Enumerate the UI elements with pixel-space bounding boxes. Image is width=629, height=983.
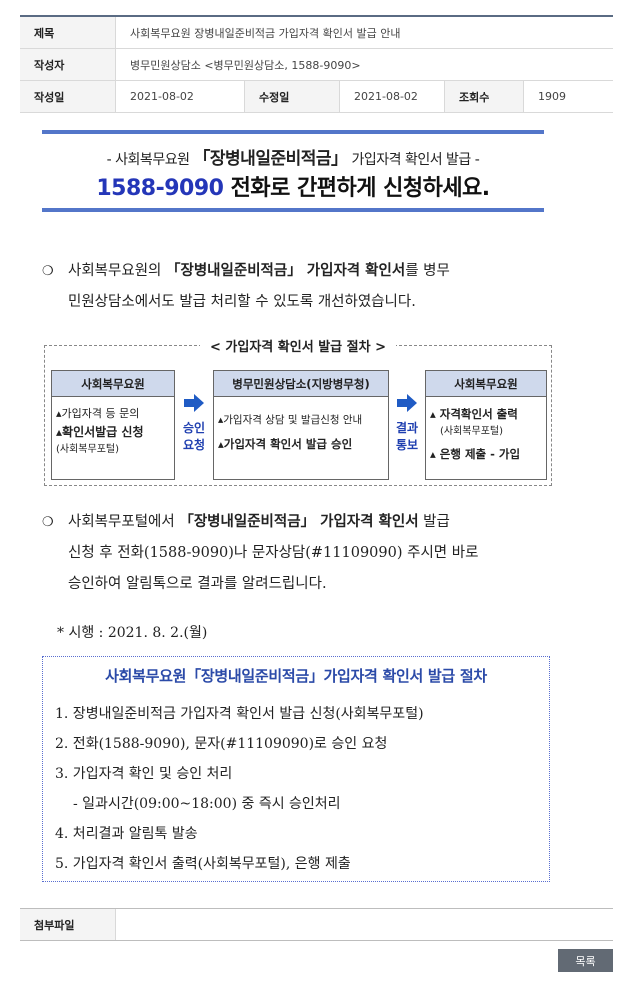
created-value: 2021-08-02 [130,90,194,103]
arrow2-label: 결과 통보 [392,420,422,454]
list-item: 4. 처리결과 알림톡 발송 [55,826,198,842]
box1-header: 사회복무요원 [52,371,174,397]
arrow-right-icon [397,394,417,412]
process-diagram: < 가입자격 확인서 발급 절차 > 사회복무요원 ▴가입자격 등 문의 ▴확인… [44,340,552,486]
box2-line2: ▴가입자격 확인서 발급 승인 [218,437,353,451]
banner-line1-highlight: 「장병내일준비적금」 [193,149,348,169]
box1-line3: (사회복무포털) [56,444,120,455]
banner-line1: - 사회복무요원 「장병내일준비적금」 가입자격 확인서 발급 - [42,144,544,169]
process-box-result: 사회복무요원 ▴ 자격확인서 출력 (사회복무포털) ▴ 은행 제출 - 가입 [425,370,547,480]
p1-post: 를 병무 [405,263,450,279]
date-row: 작성일 2021-08-02 수정일 2021-08-02 조회수 1909 [20,81,613,113]
list-item: 1. 장병내일준비적금 가입자격 확인서 발급 신청(사회복무포털) [55,706,424,722]
attachment-label: 첨부파일 [20,909,116,940]
p2-pre: 사회복무포털에서 [68,514,180,530]
box3-line3: ▴ 은행 제출 - 가입 [430,447,521,461]
promo-banner: - 사회복무요원 「장병내일준비적금」 가입자격 확인서 발급 - 1588-9… [42,130,544,212]
banner-line2-post: 전화로 간편하게 신청하세요. [223,176,491,201]
arrow2-label-a: 결과 [395,421,419,435]
arrow-right-icon [184,394,204,412]
box1-line2: ▴확인서발급 신청 [56,425,144,439]
banner-line1-post: 가입자격 확인서 발급 - [347,152,480,168]
arrow1-label-b: 요청 [182,438,206,452]
steps-list: 1. 장병내일준비적금 가입자격 확인서 발급 신청(사회복무포털) 2. 전화… [55,699,424,879]
banner-line2: 1588-9090 전화로 간편하게 신청하세요. [42,170,544,202]
list-item: - 일과시간(09:00~18:00) 중 즉시 승인처리 [73,796,341,812]
paragraph-2-line1: ❍ 사회복무포털에서 「장병내일준비적금」 가입자격 확인서 발급 [42,506,557,538]
banner-bottom-bar [42,208,544,212]
views-label: 조회수 [444,81,524,112]
box1-line1: ▴가입자격 등 문의 [56,407,140,420]
p2-bold: 「장병내일준비적금」 가입자격 확인서 [179,513,419,530]
banner-top-bar [42,130,544,134]
arrow1-label-a: 승인 [182,421,206,435]
attachment-value [116,909,613,940]
steps-box: 사회복무요원「장병내일준비적금」가입자격 확인서 발급 절차 1. 장병내일준비… [42,656,550,882]
process-title: < 가입자격 확인서 발급 절차 > [45,336,551,355]
modified-value: 2021-08-02 [354,90,418,103]
circle-bullet-icon: ❍ [42,515,54,530]
box1-body: ▴가입자격 등 문의 ▴확인서발급 신청 (사회복무포털) [52,397,174,459]
paragraph-1-line2: 민원상담소에서도 발급 처리할 수 있도록 개선하였습니다. [68,294,416,310]
box2-body: ▴가입자격 상담 및 발급신청 안내 ▴가입자격 확인서 발급 승인 [214,397,388,453]
arrow2-label-b: 통보 [395,438,419,452]
box2-header: 병무민원상담소(지방병무청) [214,371,388,397]
attachment-row: 첨부파일 [20,908,613,941]
box3-body: ▴ 자격확인서 출력 (사회복무포털) ▴ 은행 제출 - 가입 [426,397,546,463]
box3-line1: ▴ 자격확인서 출력 [430,407,518,421]
list-item: 5. 가입자격 확인서 출력(사회복무포털), 은행 제출 [55,856,351,872]
list-item: 2. 전화(1588-9090), 문자(#11109090)로 승인 요청 [55,736,388,752]
list-button[interactable]: 목록 [558,949,613,972]
views-value: 1909 [538,90,566,103]
arrow1-label: 승인 요청 [179,420,209,454]
box3-line2: (사회복무포털) [440,426,504,437]
box3-header: 사회복무요원 [426,371,546,397]
created-label: 작성일 [20,81,116,112]
process-box-applicant: 사회복무요원 ▴가입자격 등 문의 ▴확인서발급 신청 (사회복무포털) [51,370,175,480]
effective-date-note: * 시행 : 2021. 8. 2.(월) [57,625,208,641]
process-box-counsel-center: 병무민원상담소(지방병무청) ▴가입자격 상담 및 발급신청 안내 ▴가입자격 … [213,370,389,480]
steps-title: 사회복무요원「장병내일준비적금」가입자격 확인서 발급 절차 [105,667,487,685]
paragraph-1: ❍ 사회복무요원의 「장병내일준비적금」 가입자격 확인서를 병무 민원상담소에서… [42,255,557,318]
title-row: 제목 사회복무요원 장병내일준비적금 가입자격 확인서 발급 안내 [20,17,613,49]
author-value: 병무민원상담소 <병무민원상담소, 1588-9090> [130,58,361,72]
modified-label: 수정일 [244,81,340,112]
paragraph-2-line3: 승인하여 알림톡으로 결과를 알려드립니다. [68,576,327,592]
post-title: 사회복무요원 장병내일준비적금 가입자격 확인서 발급 안내 [130,26,401,40]
banner-phone: 1588-9090 [96,176,224,201]
p2-post: 발급 [418,514,450,530]
list-item: 3. 가입자격 확인 및 승인 처리 [55,766,233,782]
paragraph-1-line1: ❍ 사회복무요원의 「장병내일준비적금」 가입자격 확인서를 병무 [42,255,557,287]
p1-pre: 사회복무요원의 [68,263,166,279]
title-label: 제목 [20,17,116,48]
paragraph-2: ❍ 사회복무포털에서 「장병내일준비적금」 가입자격 확인서 발급 신청 후 전화… [42,506,557,600]
post-meta-table: 제목 사회복무요원 장병내일준비적금 가입자격 확인서 발급 안내 작성자 병무… [20,15,613,113]
circle-bullet-icon: ❍ [42,264,54,279]
author-label: 작성자 [20,49,116,80]
banner-line1-pre: - 사회복무요원 [106,152,194,168]
paragraph-2-line2: 신청 후 전화(1588-9090)나 문자상담(#11109090) 주시면 … [68,545,479,561]
box2-line1: ▴가입자격 상담 및 발급신청 안내 [218,414,363,426]
author-row: 작성자 병무민원상담소 <병무민원상담소, 1588-9090> [20,49,613,81]
p1-bold: 「장병내일준비적금」 가입자격 확인서 [166,262,406,279]
process-title-text: < 가입자격 확인서 발급 절차 > [200,340,396,355]
